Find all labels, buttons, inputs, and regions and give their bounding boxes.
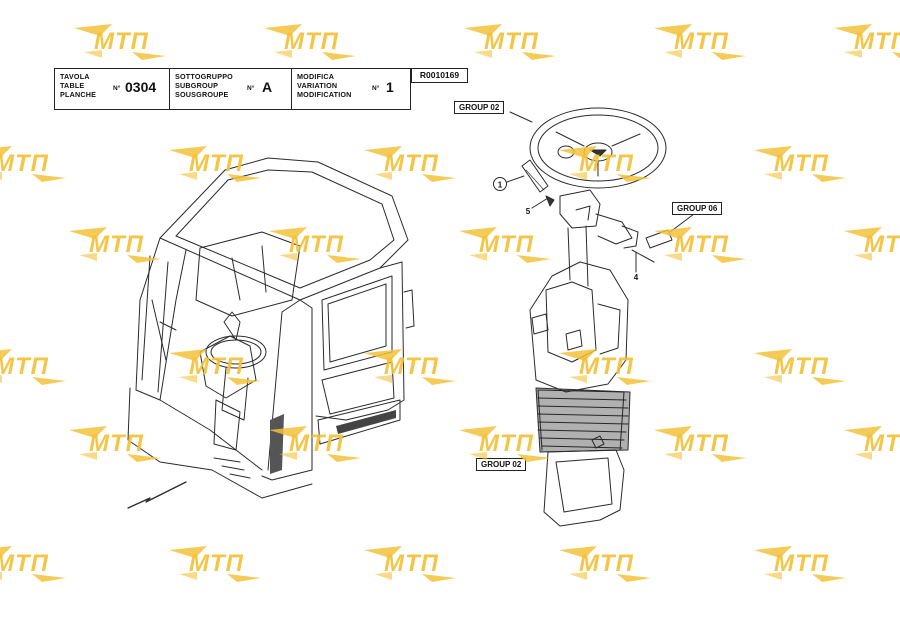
- group-label-steering-top: GROUP 02: [454, 101, 505, 114]
- subgroup-number: A: [262, 79, 273, 95]
- steering-column-drawing: [521, 107, 673, 527]
- subgroup-no-prefix: N°: [247, 85, 255, 92]
- title-cell-table: TAVOLA TABLE PLANCHE N° 0304: [55, 69, 170, 109]
- group02-top-leader: [509, 111, 533, 123]
- cab-leader-line: [127, 481, 187, 509]
- callout-leader-5: [531, 197, 549, 209]
- subgroup-label-fr: SOUSGROUPE: [175, 90, 229, 99]
- reference-code: R0010169: [411, 68, 468, 83]
- title-block: TAVOLA TABLE PLANCHE N° 0304 SOTTOGRUPPO…: [54, 68, 411, 110]
- subgroup-label-it: SOTTOGRUPPO: [175, 72, 233, 81]
- cab-drawing: [127, 157, 415, 499]
- screw-part: [545, 195, 555, 207]
- callout-number-5: 5: [526, 207, 531, 216]
- table-no-prefix: N°: [113, 85, 121, 92]
- callout-leader-1: [506, 175, 525, 183]
- table-label-it: TAVOLA: [60, 72, 90, 81]
- modification-label-en: VARIATION: [297, 81, 338, 90]
- title-cell-subgroup: SOTTOGRUPPO SUBGROUP SOUSGROUPE N° A: [170, 69, 292, 109]
- group06-leader: [669, 213, 695, 233]
- callout-number-1: 1: [498, 181, 503, 190]
- modification-number: 1: [386, 79, 394, 95]
- table-number: 0304: [125, 79, 157, 95]
- group-label-right-control: GROUP 06: [672, 202, 723, 215]
- group-label-column-base: GROUP 02: [476, 458, 527, 471]
- callout-number-4: 4: [634, 273, 639, 282]
- table-label-en: TABLE: [60, 81, 85, 90]
- title-cell-modification: MODIFICA VARIATION MODIFICATION N° 1: [292, 69, 410, 109]
- modification-label-it: MODIFICA: [297, 72, 335, 81]
- callout-circle-1: [493, 177, 507, 191]
- modification-label-fr: MODIFICATION: [297, 90, 352, 99]
- modification-no-prefix: N°: [372, 85, 380, 92]
- table-label-fr: PLANCHE: [60, 90, 97, 99]
- subgroup-label-en: SUBGROUP: [175, 81, 219, 90]
